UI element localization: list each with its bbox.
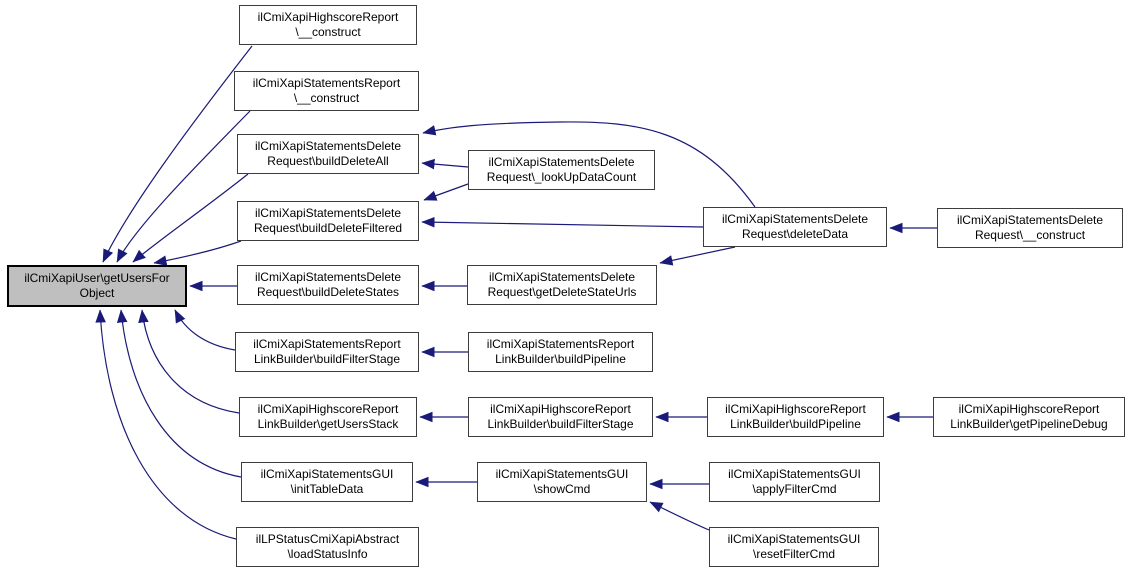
graph-node-label: ilCmiXapiStatementsDelete [254, 139, 402, 153]
edge-st_construct-to-root [116, 110, 251, 263]
edge-gui_inittable-to-root [116, 309, 242, 478]
graph-node-gui_applyfilter[interactable]: ilCmiXapiStatementsGUI\applyFilterCmd [709, 462, 880, 502]
edge-del_lookup-to-del_filtered [423, 183, 469, 201]
edge-gui_resetfilter-to-gui_showcmd [649, 501, 710, 531]
graph-node-gui_resetfilter[interactable]: ilCmiXapiStatementsGUI\resetFilterCmd [709, 527, 879, 567]
graph-node-label: Request\getDeleteStateUrls [487, 285, 637, 299]
graph-node-label: \__construct [293, 91, 360, 105]
graph-node-label: ilCmiXapiStatementsReport [253, 337, 401, 351]
graph-node-label: LinkBuilder\getUsersStack [257, 417, 399, 431]
graph-node-label: ilCmiXapiStatementsGUI [727, 532, 861, 546]
graph-node-label: ilCmiXapiStatementsGUI [728, 467, 861, 481]
graph-node-gui_showcmd[interactable]: ilCmiXapiStatementsGUI\showCmd [477, 462, 647, 502]
edge-del_filtered-to-root [153, 240, 242, 266]
graph-node-label: LinkBuilder\buildPipeline [495, 352, 626, 366]
graph-node-label: ilCmiXapiStatementsReport [486, 337, 635, 351]
graph-node-label: ilCmiXapiUser\getUsersFor [24, 271, 170, 285]
graph-node-label: \showCmd [533, 482, 591, 496]
graph-node-label: ilCmiXapiStatementsGUI [495, 467, 629, 481]
graph-node-hs_construct[interactable]: ilCmiXapiHighscoreReport\__construct [239, 5, 417, 45]
graph-node-label: ilLPStatusCmiXapiAbstract [255, 532, 400, 546]
edge-del_deletedata-to-del_all [422, 121, 756, 208]
edge-del_deletedata-to-del_stateurls [659, 246, 736, 266]
graph-node-label: Request\__construct [974, 228, 1086, 242]
edge-rep_filterstage-to-root [174, 309, 236, 351]
edge-del_all-to-root [132, 173, 249, 263]
graph-node-label: ilCmiXapiHighscoreReport [725, 402, 866, 416]
edge-lp_loadstatus-to-root [95, 309, 237, 540]
graph-node-label: Request\deleteData [741, 227, 849, 241]
graph-node-label: Object [79, 286, 115, 300]
graph-node-label: ilCmiXapiStatementsDelete [488, 155, 635, 169]
graph-node-label: LinkBuilder\buildFilterStage [253, 352, 401, 366]
edge-hs_construct-to-root [102, 45, 253, 263]
graph-node-label: ilCmiXapiStatementsDelete [254, 206, 402, 220]
graph-node-label: ilCmiXapiStatementsDelete [488, 270, 636, 284]
graph-node-label: \__construct [295, 25, 361, 39]
graph-node-label: ilCmiXapiHighscoreReport [490, 402, 631, 416]
graph-node-label: ilCmiXapiStatementsReport [252, 76, 401, 90]
graph-node-label: Request\buildDeleteStates [256, 285, 400, 299]
edge-hs_usersstack-to-root [138, 309, 240, 414]
graph-node-label: Request\_lookUpDataCount [486, 170, 637, 184]
graph-node-label: ilCmiXapiHighscoreReport [257, 402, 399, 416]
graph-node-lp_loadstatus[interactable]: ilLPStatusCmiXapiAbstract\loadStatusInfo [236, 527, 419, 567]
edge-del_lookup-to-del_all [421, 158, 469, 170]
graph-node-label: LinkBuilder\buildPipeline [730, 417, 861, 431]
graph-node-label: ilCmiXapiStatementsGUI [260, 467, 394, 481]
graph-node-gui_inittable[interactable]: ilCmiXapiStatementsGUI\initTableData [241, 462, 413, 502]
graph-node-label: Request\buildDeleteFiltered [253, 221, 403, 235]
graph-node-label: ilCmiXapiHighscoreReport [958, 402, 1100, 416]
graph-node-label: \initTableData [290, 482, 364, 496]
graph-node-st_construct[interactable]: ilCmiXapiStatementsReport\__construct [234, 71, 419, 111]
graph-node-label: LinkBuilder\getPipelineDebug [950, 417, 1108, 431]
graph-node-label: ilCmiXapiStatementsDelete [721, 212, 869, 226]
graph-node-label: Request\buildDeleteAll [267, 154, 389, 168]
graph-node-label: \resetFilterCmd [752, 547, 835, 561]
graph-node-label: \applyFilterCmd [752, 482, 837, 496]
graph-node-label: LinkBuilder\buildFilterStage [487, 417, 634, 431]
graph-node-label: \loadStatusInfo [287, 547, 368, 561]
graph-node-label: ilCmiXapiStatementsDelete [956, 213, 1104, 227]
edge-del_deletedata-to-del_filtered [421, 216, 704, 228]
graph-node-label: ilCmiXapiHighscoreReport [257, 10, 399, 24]
graph-node-label: ilCmiXapiStatementsDelete [254, 270, 402, 284]
